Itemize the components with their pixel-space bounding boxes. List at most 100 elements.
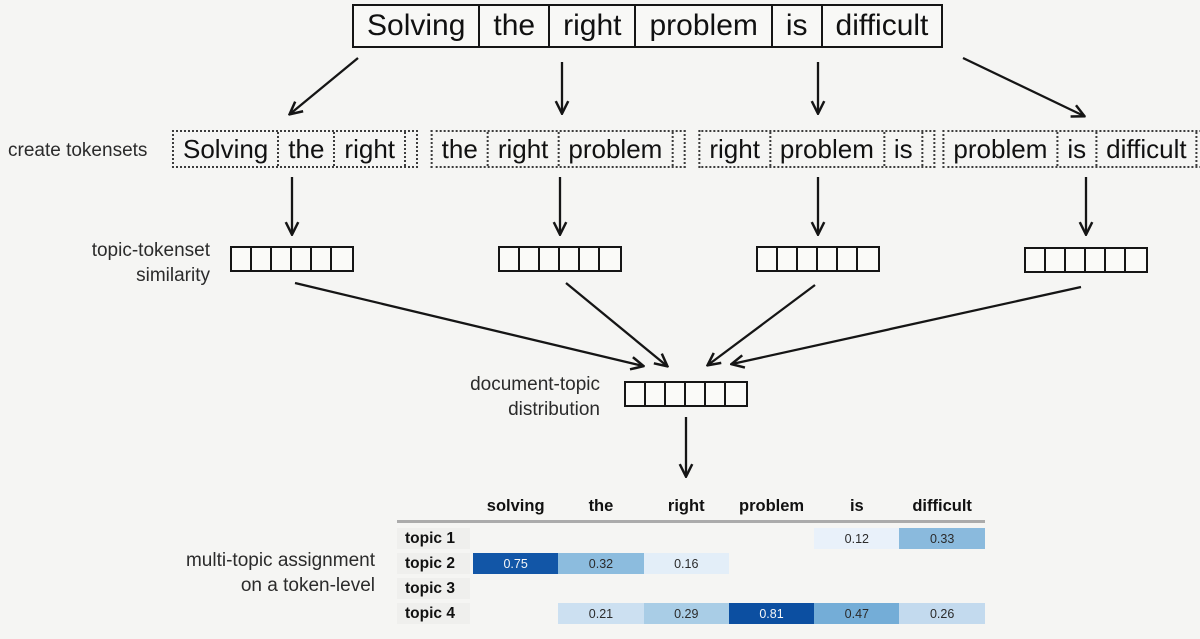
arrow-vector-1-to-distribution [294, 281, 643, 366]
sentence-word: difficult [835, 9, 929, 42]
sentence-word: is [773, 6, 823, 46]
multi-topic-assignment-label: multi-topic assignment on a token-level [186, 548, 375, 598]
vector-cell [626, 383, 646, 405]
tokenset-pad [924, 132, 934, 166]
vector-cell [858, 248, 878, 270]
heatmap-cell [729, 578, 814, 599]
heatmap-row-label: topic 3 [397, 578, 470, 599]
vector-cell [1126, 249, 1146, 271]
tokenset-word: right [335, 132, 407, 166]
heatmap-row: topic 3 [397, 578, 985, 599]
tokenset-word: the [279, 132, 336, 166]
heatmap-corner-spacer [397, 494, 470, 518]
heatmap-cell: 0.26 [899, 603, 985, 624]
heatmap-column-header: right [667, 496, 705, 515]
vector-cell [798, 248, 818, 270]
heatmap-cell: 0.16 [643, 553, 729, 574]
heatmap-cell [729, 528, 814, 549]
heatmap-cell: 0.32 [558, 553, 644, 574]
arrow-vector-2-to-distribution [565, 282, 667, 366]
vector-cell [706, 383, 726, 405]
document-topic-distribution-label: document-topic distribution [470, 372, 600, 422]
similarity-vector-4 [1024, 247, 1148, 273]
heatmap-column-header: problem [738, 496, 805, 515]
heatmap-row-label: topic 1 [397, 528, 470, 549]
heatmap-cell: 0.47 [814, 603, 900, 624]
vector-cell [252, 248, 272, 270]
vector-cell [580, 248, 600, 270]
arrow-vector-4-to-distribution [732, 285, 1082, 364]
vector-cell [1026, 249, 1046, 271]
heatmap-cell [473, 578, 558, 599]
vector-cell [818, 248, 838, 270]
heatmap-cell [729, 553, 814, 574]
sentence-word: Solving [354, 6, 481, 46]
heatmap-cell: 0.81 [728, 603, 815, 624]
heatmap-cell [558, 578, 643, 599]
vector-cell [232, 248, 252, 270]
tokenset-pad [673, 132, 683, 166]
tokenset-word: problem [559, 132, 674, 166]
assignment-label-line1: multi-topic assignment [185, 550, 375, 571]
document-topic-vector [624, 381, 748, 407]
tokenset-word: right [700, 132, 771, 166]
heatmap-cell: 0.33 [899, 528, 985, 549]
heatmap-cell [899, 578, 984, 599]
similarity-label-line1: topic-tokenset [91, 240, 210, 261]
vector-cell [666, 383, 686, 405]
vector-cell [1066, 249, 1086, 271]
tokenset-word: problem [944, 132, 1059, 166]
dist-label-line2: distribution [508, 399, 600, 420]
tokenset-word: is [885, 132, 924, 166]
vector-cell [778, 248, 798, 270]
similarity-vector-2 [498, 246, 622, 272]
dist-label-line1: document-topic [470, 374, 600, 395]
vector-cell [500, 248, 520, 270]
vector-cell [1046, 249, 1066, 271]
heatmap-header-rule [397, 520, 985, 523]
vector-cell [758, 248, 778, 270]
similarity-vector-1 [230, 246, 354, 272]
heatmap-cell [473, 603, 558, 624]
heatmap-cell [899, 553, 984, 574]
sentence-word: the [480, 6, 551, 46]
vector-cell [520, 248, 540, 270]
assignment-label-line2: on a token-level [240, 575, 375, 596]
arrow-vector-3-to-distribution [708, 284, 816, 365]
heatmap-column-header: difficult [912, 496, 972, 515]
vector-cell [838, 248, 858, 270]
vector-cell [540, 248, 560, 270]
tokenset-word: Solving [174, 132, 280, 166]
tokenset-word: right [489, 132, 560, 166]
sentence-word: problem [636, 6, 773, 46]
vector-cell [292, 248, 312, 270]
create-tokensets-label: create tokensets [8, 140, 148, 161]
heatmap-column-header: solving [486, 496, 545, 515]
similarity-label-line2: similarity [136, 265, 210, 286]
vector-cell [560, 248, 580, 270]
tokenset-word: the [433, 132, 489, 166]
similarity-vector-3 [756, 246, 880, 272]
tokenset-word: problem [771, 132, 885, 166]
vector-cell [312, 248, 332, 270]
heatmap-cell: 0.21 [558, 603, 644, 624]
vector-cell [600, 248, 620, 270]
vector-cell [686, 383, 706, 405]
sentence-word: right [550, 6, 637, 46]
tokenset-pad [406, 132, 416, 166]
heatmap-row-label: topic 2 [397, 553, 470, 574]
topic-tokenset-similarity-label: topic-tokenset similarity [92, 238, 210, 288]
heatmap-cell: 0.12 [814, 528, 900, 549]
heatmap-cell [814, 553, 899, 574]
vector-cell [332, 248, 352, 270]
heatmap-column-header: is [849, 496, 864, 515]
